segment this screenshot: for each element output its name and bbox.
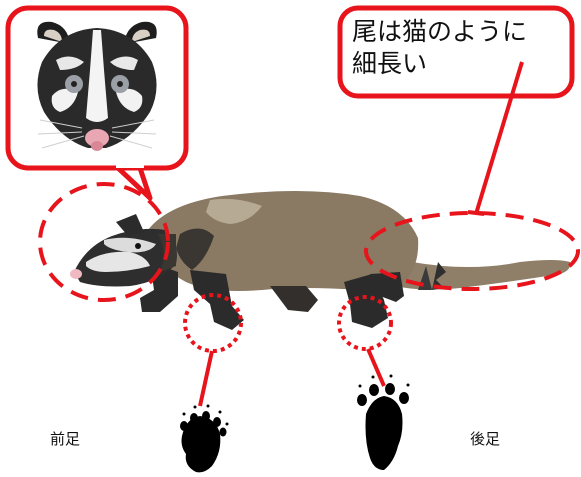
hind-foot-highlight-ring — [337, 295, 393, 351]
hind-foot-label: 後足 — [470, 430, 501, 448]
tail-callout-line-2: 細長い — [352, 49, 428, 78]
tail-highlight-ring — [364, 211, 580, 291]
front-paw-print-icon — [180, 404, 229, 473]
tail-callout-pointer — [474, 61, 524, 215]
tail-callout-pointer-tick — [467, 210, 485, 216]
front-foot-label: 前足 — [50, 430, 81, 448]
tail-callout-box — [337, 5, 575, 99]
hind-foot-pointer — [366, 348, 386, 387]
hind-paw-print-icon — [357, 374, 410, 470]
front-foot-highlight-ring — [183, 293, 243, 353]
head-highlight-ring — [38, 182, 170, 302]
front-foot-pointer — [198, 350, 214, 407]
tail-callout-text: 尾は猫のように 細長い — [352, 16, 566, 80]
tail-callout-line-1: 尾は猫のように — [352, 17, 528, 46]
civet-body-illustration — [70, 191, 571, 330]
civet-face-icon — [37, 21, 157, 151]
